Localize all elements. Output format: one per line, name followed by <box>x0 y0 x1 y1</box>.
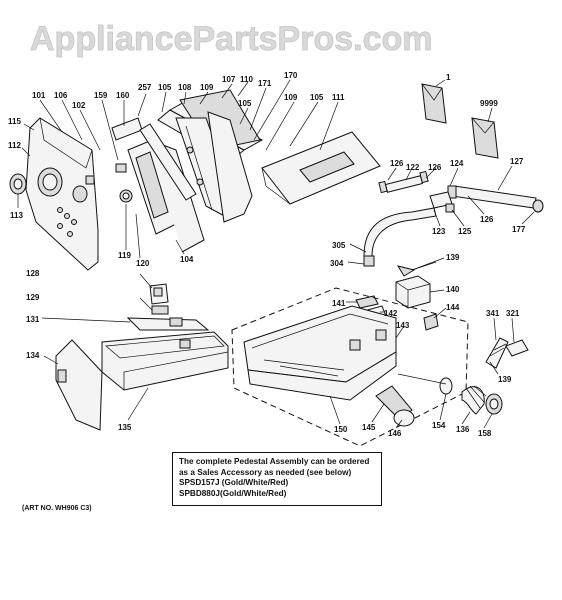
label-143: 143 <box>396 321 410 330</box>
latch-part-129 <box>151 305 169 315</box>
label-127: 127 <box>510 157 524 166</box>
note-line-3: SPSD157J (Gold/White/Red) <box>179 478 375 489</box>
label-135: 135 <box>118 423 132 432</box>
label-125: 125 <box>458 227 472 236</box>
y-fitting-123 <box>429 191 455 213</box>
label-107: 107 <box>222 75 236 84</box>
clamp-part-158 <box>485 393 503 415</box>
label-144: 144 <box>446 303 460 312</box>
label-142: 142 <box>384 309 398 318</box>
label-160: 160 <box>116 91 130 100</box>
pedestal-assembly-note: The complete Pedestal Assembly can be or… <box>172 452 382 506</box>
valve-part-141 <box>355 295 379 309</box>
label-108: 108 <box>178 83 192 92</box>
label-305: 305 <box>332 241 346 250</box>
label-177: 177 <box>512 225 526 234</box>
label-341: 341 <box>486 309 500 318</box>
label-159: 159 <box>94 91 108 100</box>
label-139a: 139 <box>446 253 460 262</box>
label-122: 122 <box>406 163 420 172</box>
label-113: 113 <box>10 211 23 220</box>
leader-lines <box>17 79 535 429</box>
art-number: (ART NO. WH906 C3) <box>22 505 92 512</box>
drain-hose-136 <box>461 385 487 415</box>
knob-part-113 <box>9 173 27 195</box>
label-105a: 105 <box>158 83 172 92</box>
label-158: 158 <box>478 429 492 438</box>
label-115: 115 <box>8 117 21 126</box>
fill-hose-127 <box>447 185 544 213</box>
drain-hose-154 <box>397 373 453 395</box>
label-140: 140 <box>446 285 460 294</box>
label-128: 128 <box>26 269 40 278</box>
label-304: 304 <box>330 259 344 268</box>
part-number-labels: 1 9999 257 105 108 109 107 110 170 171 1… <box>8 71 526 438</box>
label-105c: 105 <box>310 93 324 102</box>
pedestal-dashed-outline <box>231 287 469 447</box>
watermark-text: AppliancePartsPros.com <box>30 20 432 58</box>
label-171: 171 <box>258 79 272 88</box>
control-panel-assembly <box>25 117 99 271</box>
label-111: 111 <box>332 93 345 102</box>
label-119: 119 <box>118 251 131 260</box>
note-line-1: The complete Pedestal Assembly can be or… <box>179 457 370 466</box>
label-321: 321 <box>506 309 520 318</box>
drawer-front-134 <box>55 339 103 431</box>
label-101: 101 <box>32 91 46 100</box>
label-170: 170 <box>284 71 298 80</box>
label-102: 102 <box>72 101 86 110</box>
label-123: 123 <box>432 227 446 236</box>
note-code-spsd157j: SPSD157J <box>179 478 220 487</box>
pedestal-tub-150 <box>243 305 397 401</box>
label-105b: 105 <box>238 99 252 108</box>
label-139b: 139 <box>498 375 512 384</box>
label-104: 104 <box>180 255 194 264</box>
label-136: 136 <box>456 425 470 434</box>
label-112: 112 <box>8 141 21 150</box>
label-257: 257 <box>138 83 152 92</box>
drain-hose-321 <box>505 339 529 357</box>
drawer-slide-131 <box>126 317 210 331</box>
label-9999: 9999 <box>480 99 498 108</box>
label-120: 120 <box>136 259 150 268</box>
note-line-4: SPBD880J(Gold/White/Red) <box>179 489 375 500</box>
label-129: 129 <box>26 293 40 302</box>
label-109a: 109 <box>200 83 214 92</box>
fill-hose-122 <box>378 170 429 194</box>
label-106: 106 <box>54 91 68 100</box>
label-126c: 126 <box>480 215 494 224</box>
note-code-spbd880j: SPBD880J <box>179 488 220 498</box>
note-line-2: as a Sales Accessory as needed (see belo… <box>179 467 352 477</box>
label-141: 141 <box>332 299 346 308</box>
pump-part-140 <box>395 275 431 309</box>
drawer-body-135 <box>101 331 229 391</box>
inlet-hose-305 <box>363 207 437 267</box>
top-frame-assembly <box>139 89 264 223</box>
label-154: 154 <box>432 421 446 430</box>
label-126b: 126 <box>428 163 442 172</box>
note-desc-1: (Gold/White/Red) <box>219 478 289 487</box>
label-131: 131 <box>26 315 40 324</box>
wire-connector-139 <box>396 261 437 277</box>
handle-part-128 <box>149 283 169 305</box>
label-110: 110 <box>240 75 253 84</box>
control-board-assembly <box>111 117 205 253</box>
label-134: 134 <box>26 351 40 360</box>
label-145: 145 <box>362 423 376 432</box>
drain-hose-145 <box>375 385 415 427</box>
drain-hose-341 <box>485 337 509 369</box>
label-109b: 109 <box>284 93 298 102</box>
manual-part-1 <box>421 79 447 124</box>
label-126a: 126 <box>390 159 404 168</box>
top-cover-part-111 <box>261 131 381 205</box>
label-1: 1 <box>446 73 451 82</box>
note-desc-2: (Gold/White/Red) <box>219 488 287 498</box>
label-146: 146 <box>388 429 402 438</box>
label-150: 150 <box>334 425 348 434</box>
manual-part-9999 <box>471 107 499 159</box>
label-124: 124 <box>450 159 464 168</box>
